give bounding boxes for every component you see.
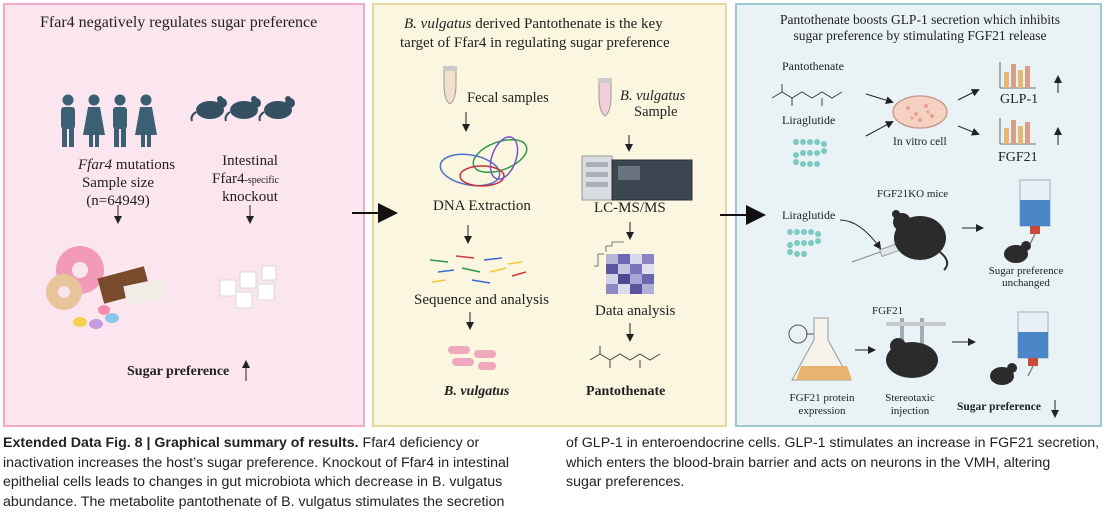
- stereotaxic-icon: [886, 318, 946, 378]
- sugar-cubes-icon: [219, 265, 277, 309]
- knockout-label: knockout: [222, 189, 278, 205]
- sugar-unchanged-line1: Sugar preference: [988, 265, 1064, 277]
- fecal-samples-label: Fecal samples: [467, 90, 549, 106]
- candy-icon: [73, 305, 119, 329]
- ffar4-specific-label: Ffar4-specific: [212, 171, 279, 187]
- fgf21-label: FGF21: [998, 150, 1038, 165]
- panel2-title-line1: B. vulgatus derived Pantothenate is the …: [404, 16, 663, 32]
- donut-icon: [46, 246, 104, 310]
- petri-dish-icon: [892, 95, 948, 129]
- chocolate-icon: [97, 266, 167, 306]
- lcms-machine-icon: [581, 155, 693, 201]
- sample-n-label: (n=64949): [86, 193, 150, 209]
- liraglutide-mice-label: Liraglutide: [782, 208, 836, 222]
- sugar-unchanged-line2: unchanged: [1002, 277, 1050, 289]
- sample-species-label: B. vulgatus: [620, 88, 686, 104]
- panel1-title: Ffar4 negatively regulates sugar prefere…: [40, 14, 318, 31]
- peptide-icon: [787, 229, 821, 257]
- people-icon: [61, 94, 157, 147]
- water-bottle-icon: [1017, 311, 1049, 377]
- sequence-reads-icon: [429, 255, 527, 284]
- pantothenate-result-label: Pantothenate: [586, 384, 666, 399]
- lcms-label: LC-MS/MS: [594, 200, 666, 216]
- mouse-dark-icon: [1004, 241, 1031, 263]
- dna-icon: [439, 136, 528, 187]
- peptide-icon: [793, 139, 827, 167]
- pantothenate-input-label: Pantothenate: [782, 59, 844, 73]
- tube-icon: [598, 78, 612, 117]
- flask-icon: [791, 317, 852, 381]
- dna-extraction-label: DNA Extraction: [433, 198, 531, 214]
- protein-expression-line1: FGF21 protein: [789, 392, 855, 404]
- figure-caption-col1: Extended Data Fig. 8 | Graphical summary…: [3, 435, 510, 510]
- panel-b-vulgatus: [372, 3, 727, 427]
- panel3-title-line2: sugar preference by stimulating FGF21 re…: [793, 28, 1047, 43]
- in-vitro-label: In vitro cell: [893, 136, 947, 148]
- sample-label: Sample: [634, 104, 678, 120]
- stereotaxic-line2: injection: [890, 405, 930, 417]
- sequence-analysis-label: Sequence and analysis: [414, 292, 549, 308]
- fgf21-injection-label: FGF21: [872, 305, 904, 317]
- heatmap-icon: [594, 241, 654, 294]
- liraglutide-input-label: Liraglutide: [782, 113, 836, 127]
- b-vulgatus-label: B. vulgatus: [444, 384, 510, 399]
- panel-ffar4: [3, 3, 365, 427]
- caption-label: Extended Data Fig. 8 | Graphical summary…: [3, 435, 359, 451]
- bar-chart-icon: [999, 118, 1036, 145]
- syringe-icon: [851, 241, 904, 263]
- glp1-label: GLP-1: [1000, 92, 1039, 107]
- figure-caption-col2: of GLP-1 in enteroendocrine cells. GLP-1…: [566, 435, 1100, 490]
- panel3-title-line1: Pantothenate boosts GLP-1 secretion whic…: [779, 12, 1061, 27]
- molecule-icon: [589, 346, 661, 368]
- stereotaxic-line1: Stereotaxic: [885, 392, 935, 404]
- molecule-icon: [771, 84, 843, 106]
- bacteria-icon: [448, 346, 496, 370]
- sugar-preference-final-label: Sugar preference: [957, 401, 1041, 413]
- mutations-label: Ffar4 mutations: [78, 157, 176, 173]
- data-analysis-label: Data analysis: [595, 303, 676, 319]
- fgf21ko-label: FGF21KO mice: [877, 188, 949, 200]
- mouse-icon: [190, 96, 295, 122]
- panel2-title-line2: target of Ffar4 in regulating sugar pref…: [400, 35, 670, 51]
- sugar-preference-label: Sugar preference: [127, 364, 230, 379]
- sample-size-label: Sample size: [81, 175, 155, 191]
- mouse-dark-icon: [892, 210, 949, 271]
- bar-chart-icon: [999, 62, 1036, 89]
- mouse-dark-icon: [990, 363, 1017, 385]
- protein-expression-line2: expression: [798, 405, 846, 417]
- tube-icon: [443, 66, 457, 105]
- water-bottle-icon: [1019, 179, 1051, 245]
- intestinal-label: Intestinal: [222, 153, 278, 169]
